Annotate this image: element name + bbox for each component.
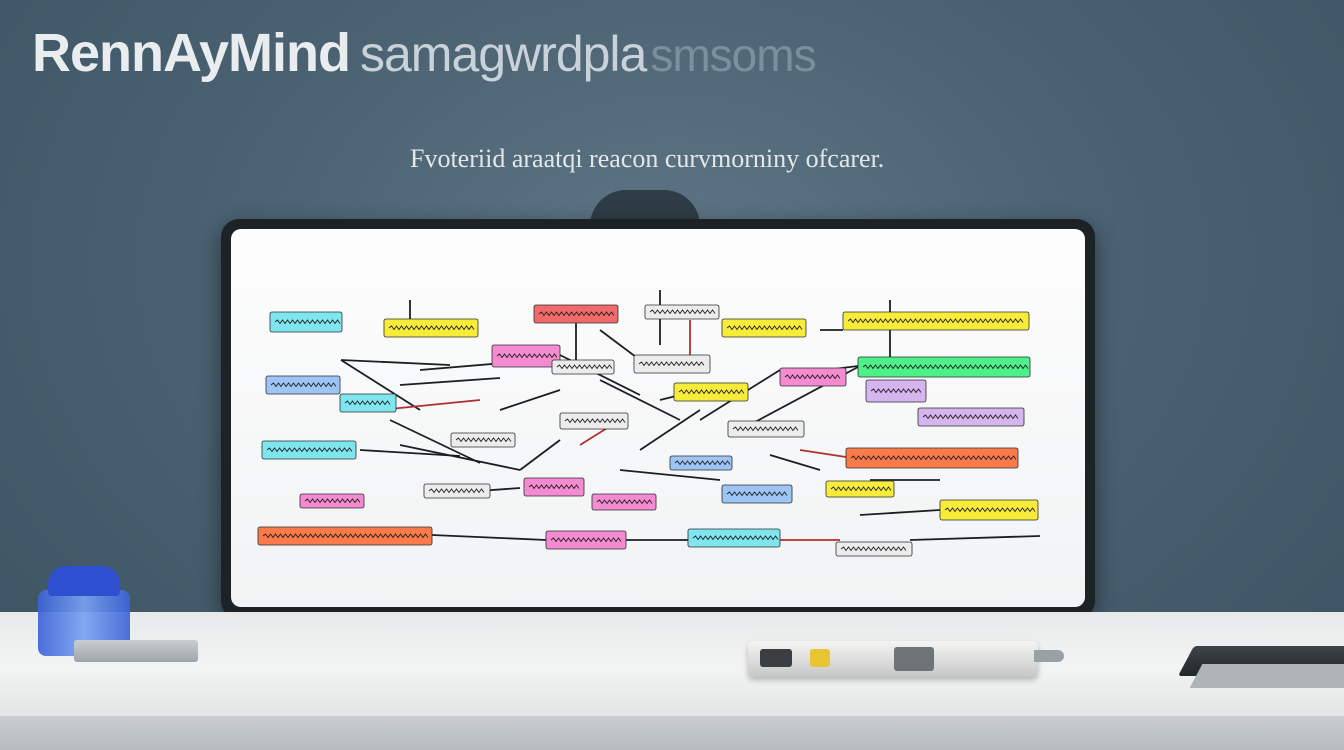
mindmap-node [423, 483, 491, 499]
mindmap-node-scribble [850, 455, 1017, 461]
mindmap-node [721, 484, 793, 504]
pen-tip [1034, 650, 1064, 662]
mindmap-node-scribble [538, 311, 615, 317]
mindmap-node [261, 440, 357, 460]
mindmap-node [633, 354, 711, 374]
mindmap-node [257, 526, 433, 546]
mindmap-node-scribble [862, 364, 1029, 370]
pen-band-dark [760, 649, 792, 667]
mindmap-node [727, 420, 805, 438]
container-cap [48, 566, 120, 596]
mindmap-node-scribble [944, 507, 1036, 513]
mindmap-node-scribble [455, 437, 512, 443]
mindmap-node-scribble [726, 491, 788, 497]
mindmap-connector [340, 359, 421, 411]
mindmap-node [523, 477, 585, 497]
mindmap-connector [389, 419, 481, 464]
mindmap-connector [399, 377, 501, 386]
mindmap-node-scribble [784, 374, 841, 380]
mindmap-node-scribble [550, 537, 622, 543]
mindmap-node-scribble [270, 382, 337, 388]
mindmap-node-scribble [847, 318, 1024, 324]
monitor-screen [231, 229, 1085, 607]
monitor [221, 219, 1095, 619]
mindmap-node-scribble [344, 400, 391, 406]
title-sub: samagwrdpla [359, 26, 647, 82]
mindmap-node-scribble [428, 488, 485, 494]
mindmap-connector [599, 379, 681, 421]
mindmap-node-scribble [388, 325, 475, 331]
mindmap-node-scribble [732, 426, 799, 432]
mindmap-connector [799, 449, 847, 458]
mindmap-node [644, 304, 720, 320]
mindmap-node-scribble [726, 325, 803, 331]
mindmap-connector [599, 329, 641, 361]
mindmap-node-scribble [596, 499, 653, 505]
mindmap-node [383, 318, 479, 338]
mindmap-connector [769, 454, 821, 471]
mindmap-node [917, 407, 1025, 427]
pen-band-yellow [810, 649, 830, 667]
mindmap-node [591, 493, 657, 511]
mindmap-node-scribble [692, 535, 779, 541]
subtitle: Fvoteriid araatqi reacon curvmorniny ofc… [410, 144, 885, 173]
mindmap-connector [519, 439, 561, 471]
mindmap-connector [359, 449, 461, 457]
mindmap-node-scribble [556, 364, 613, 370]
mindmap-node [865, 379, 927, 403]
mindmap-connector [499, 389, 561, 411]
mindmap-node-scribble [638, 361, 705, 367]
mind-map [257, 290, 1041, 557]
mindmap-node-scribble [304, 498, 361, 504]
mindmap-connector [379, 399, 481, 411]
mindmap-node-scribble [496, 353, 558, 359]
pen-band-grey [894, 647, 934, 671]
mindmap-node [339, 393, 397, 413]
mindmap-node [545, 530, 627, 550]
mindmap-connector [909, 535, 1041, 541]
mindmap-connector [859, 509, 941, 516]
mindmap-node [450, 432, 516, 448]
mindmap-connector [340, 359, 451, 366]
mindmap-node-scribble [840, 546, 907, 552]
mindmap-node-scribble [870, 388, 922, 394]
desk-edge [0, 716, 1344, 750]
mindmap-node-scribble [262, 533, 429, 539]
tablet-base [1189, 664, 1344, 688]
mindmap-connector [619, 469, 721, 481]
mindmap-node [835, 541, 913, 557]
mindmap-node-scribble [564, 418, 626, 424]
mindmap-node-scribble [528, 484, 580, 490]
mindmap-node-scribble [266, 447, 353, 453]
mindmap-connector [399, 444, 521, 471]
pen-device [748, 641, 1038, 677]
title-fade: smsoms [650, 29, 816, 81]
mindmap-node-scribble [830, 486, 892, 492]
mindmap-node [673, 382, 749, 402]
mindmap-connector [639, 409, 701, 451]
mindmap-node-scribble [678, 389, 745, 395]
mindmap-node [265, 375, 341, 395]
usb-stick [74, 640, 198, 662]
mindmap-node [779, 367, 847, 387]
mindmap-node-scribble [674, 460, 731, 466]
title-main: RennAyMind [32, 23, 351, 83]
mindmap-node [721, 318, 807, 338]
mindmap-node [533, 304, 619, 324]
mindmap-node-scribble [274, 319, 341, 325]
mindmap-node [842, 311, 1030, 331]
mindmap-node-scribble [649, 309, 716, 315]
mindmap-node-scribble [922, 414, 1019, 420]
mindmap-node [299, 493, 365, 509]
mindmap-connector [431, 534, 547, 541]
